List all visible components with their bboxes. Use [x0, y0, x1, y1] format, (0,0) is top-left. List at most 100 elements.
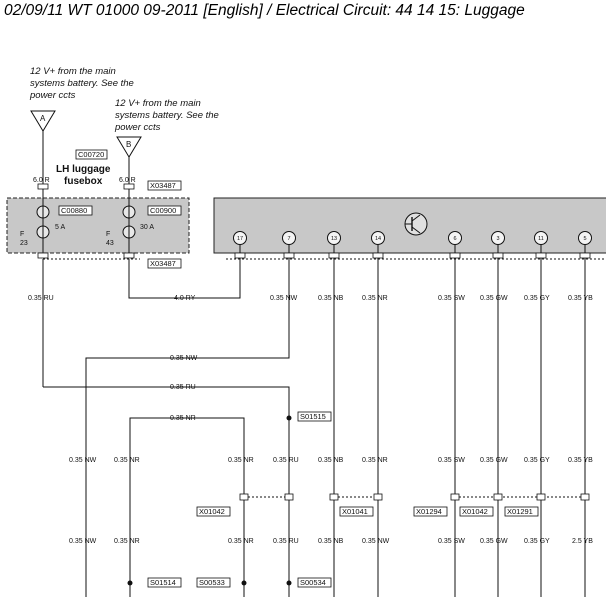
fusebox-component-id: C00720: [78, 150, 104, 159]
fuse-23-number: 23: [20, 240, 28, 247]
module-pin-number: 3: [496, 236, 499, 242]
transistor-icon: [404, 212, 428, 236]
supply-a-note-line3: power ccts: [29, 90, 76, 101]
splice-s00534: S00534: [300, 578, 326, 587]
supply-a-triangle-icon: [30, 110, 56, 132]
terminal-icon: [123, 252, 135, 259]
supply-b: 12 V+ from the main systems battery. See…: [114, 98, 219, 198]
pin-circle-icon: [282, 231, 296, 245]
supply-b-note-line2: systems battery. See the: [115, 110, 219, 121]
fuse-43: C00900 30 A F 43: [106, 198, 182, 253]
fuse-23: C00880 5 A F 23: [20, 198, 93, 253]
terminal-icon: [372, 252, 384, 259]
terminal-icon: [493, 493, 503, 501]
splice-s01515: S01515: [300, 412, 326, 421]
terminal-icon: [492, 252, 504, 259]
splice-dot-icon: [127, 580, 133, 586]
module-pin-number: 14: [375, 236, 381, 242]
terminal-icon: [234, 252, 246, 259]
splice-dot-icon: [286, 580, 292, 586]
module-pin-number: 13: [331, 236, 337, 242]
supply-b-note-line3: power ccts: [114, 122, 161, 133]
wire-label-pin5: 0.35 YB: [568, 295, 593, 302]
terminal-icon: [284, 493, 294, 501]
terminal-icon: [283, 252, 295, 259]
row2-wire-4: 0.35 RU: [273, 538, 299, 545]
wire-label-pin14: 0.35 NR: [362, 295, 388, 302]
row2-wire-9: 0.35 GY: [524, 538, 550, 545]
row1-wire-1: 0.35 NW: [69, 457, 97, 464]
module-pin-number: 7: [287, 236, 290, 242]
terminal-icon: [579, 252, 591, 259]
terminal-icon: [329, 493, 339, 501]
pin-circle-icon: [534, 231, 548, 245]
connector-x01291: X01291: [507, 507, 533, 516]
terminal-icon: [450, 493, 460, 501]
inline-connector-terminals: [239, 493, 590, 501]
supply-b-triangle-icon: [116, 136, 142, 158]
wire-label-pin17: 4.0 RY: [174, 295, 196, 302]
row2-wire-3: 0.35 NR: [228, 538, 254, 545]
terminal-icon: [536, 493, 546, 501]
terminal-icon: [535, 252, 547, 259]
pin-circle-icon: [491, 231, 505, 245]
module-pin-number: 11: [538, 236, 544, 242]
terminal-icon: [123, 183, 135, 190]
splice-s00533: S00533: [199, 578, 225, 587]
module-pin-number: 5: [583, 236, 586, 242]
fuse-43-rating: 30 A: [140, 224, 154, 231]
terminal-icon: [373, 493, 383, 501]
splice-dot-icon: [241, 580, 247, 586]
row1-wire-6: 0.35 NR: [362, 457, 388, 464]
connector-x01042-a: X01042: [199, 507, 225, 516]
fusebox-label-line2: fusebox: [64, 176, 103, 187]
row2-wire-6: 0.35 NW: [362, 538, 390, 545]
fuse-23-id: C00880: [61, 206, 87, 215]
wire-label-bus-nw: 0.35 NW: [170, 355, 198, 362]
pin-circle-icon: [448, 231, 462, 245]
wire-label-pin11: 0.35 GY: [524, 295, 550, 302]
supply-a-note-line1: 12 V+ from the main: [30, 66, 116, 77]
row1-wire-10: 0.35 YB: [568, 457, 593, 464]
row1-wire-4: 0.35 RU: [273, 457, 299, 464]
supply-a-note-line2: systems battery. See the: [30, 78, 134, 89]
wire-label-pin7: 0.35 NW: [270, 295, 298, 302]
supply-b-note-line1: 12 V+ from the main: [115, 98, 201, 109]
row1-wire-3: 0.35 NR: [228, 457, 254, 464]
fuse-43-id: C00900: [150, 206, 176, 215]
fuse-43-f: F: [106, 231, 110, 238]
row1-wire-9: 0.35 GY: [524, 457, 550, 464]
wire-label-pin13: 0.35 NB: [318, 295, 344, 302]
wire-label-pin6: 0.35 SW: [438, 295, 465, 302]
terminal-icon: [449, 252, 461, 259]
wire-label-fuse-out: 0.35 RU: [28, 295, 54, 302]
connector-x01041: X01041: [342, 507, 368, 516]
row1-wire-2: 0.35 NR: [114, 457, 140, 464]
terminal-icon: [37, 252, 49, 259]
document-header: 02/09/11 WT 01000 09-2011 [English] / El…: [4, 2, 525, 19]
terminal-icon: [328, 252, 340, 259]
pin-circle-icon: [233, 231, 247, 245]
row2-wire-10: 2.5 YB: [572, 538, 593, 545]
row2-wire-7: 0.35 SW: [438, 538, 465, 545]
terminal-icon: [580, 493, 590, 501]
supply-a: 12 V+ from the main systems battery. See…: [29, 66, 134, 198]
pin-circle-icon: [578, 231, 592, 245]
wire-label-pin3: 0.35 GW: [480, 295, 508, 302]
fuse-23-rating: 5 A: [55, 224, 65, 231]
module-pin-number: 6: [453, 236, 456, 242]
fuse-23-f: F: [20, 231, 24, 238]
fusebox-label-line1: LH luggage: [56, 164, 111, 175]
splice-dot-icon: [286, 415, 292, 421]
row1-wire-5: 0.35 NB: [318, 457, 344, 464]
row1-wire-7: 0.35 SW: [438, 457, 465, 464]
wire-label-bus-ru: 0.35 RU: [170, 384, 196, 391]
fusebox-connector-top: X03487: [150, 181, 176, 190]
fuse23-wire-label: 6.0 R: [33, 177, 50, 184]
terminal-icon: [37, 183, 49, 190]
wire-label-bus-nr: 0.35 NR: [170, 415, 196, 422]
supply-b-letter: B: [126, 140, 131, 149]
row2-wire-1: 0.35 NW: [69, 538, 97, 545]
